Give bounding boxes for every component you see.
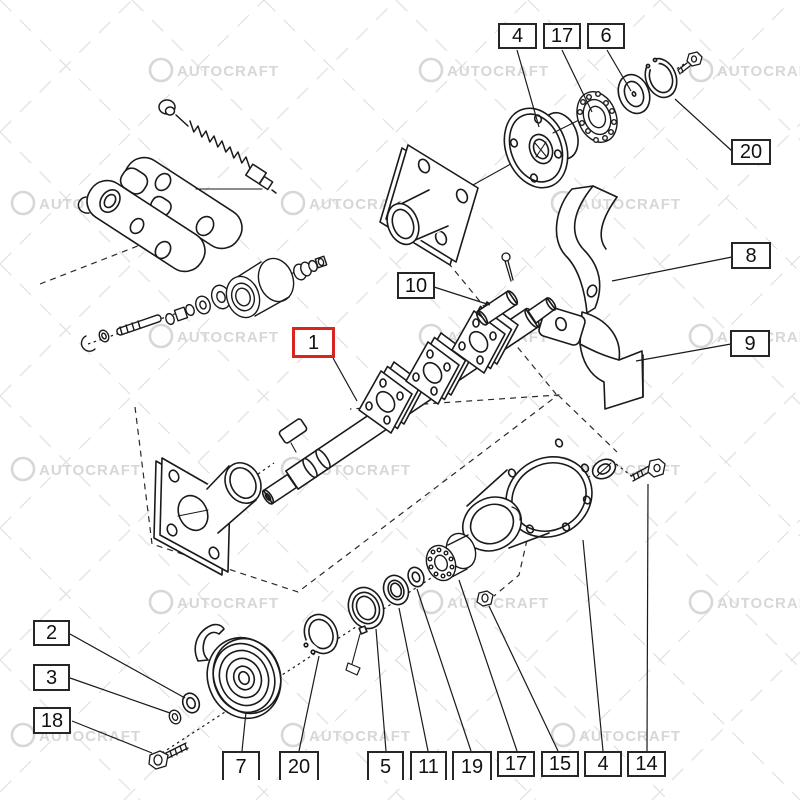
watermark-text: AUTOCRAFT [579, 728, 681, 745]
watermark-text: AUTOCRAFT [309, 462, 411, 479]
callout-box-20-right[interactable]: 20 [731, 139, 771, 165]
callout-box-15[interactable]: 15 [541, 751, 579, 777]
hub-flange-lower [462, 438, 593, 552]
callout-box-7[interactable]: 7 [222, 751, 260, 780]
watermark-text: AUTOCRAFT [177, 63, 279, 80]
watermark-text: AUTOCRAFT [717, 63, 800, 80]
callout-box-8[interactable]: 8 [731, 242, 771, 269]
callout-box-2[interactable]: 2 [33, 620, 70, 646]
watermark-text: AUTOCRAFT [447, 63, 549, 80]
callout-box-4-bottom[interactable]: 4 [584, 751, 622, 777]
construction-dashed-lines [39, 236, 618, 597]
nut-3 [168, 709, 182, 725]
leader-lines [69, 49, 733, 754]
hub-flange-upper [503, 107, 580, 189]
callout-box-17-top[interactable]: 17 [543, 23, 581, 49]
callout-box-14[interactable]: 14 [627, 751, 666, 777]
main-shaft [261, 297, 557, 505]
hex-bolt-right [630, 458, 666, 482]
callout-box-3[interactable]: 3 [33, 664, 70, 691]
seal-disc [617, 73, 651, 115]
pulley-key-clip [194, 623, 225, 662]
small-bolt-top-right [677, 51, 703, 75]
strap-bracket-lower [538, 306, 644, 410]
snap-ring-upper [642, 53, 678, 99]
pulley [194, 623, 282, 720]
small-parts-row [80, 255, 328, 352]
watermark-text: AUTOCRAFT [39, 462, 141, 479]
washer-19 [407, 566, 425, 588]
callout-box-5[interactable]: 5 [367, 751, 404, 780]
watermark-text: AUTOCRAFT [447, 595, 549, 612]
washer-2 [181, 692, 201, 714]
callout-box-19[interactable]: 19 [452, 751, 492, 780]
hex-nut-15 [476, 590, 494, 607]
spring-rod [77, 99, 277, 214]
ball-bearing-upper [576, 90, 618, 143]
callout-box-18[interactable]: 18 [33, 707, 71, 734]
mounting-plate-lower [153, 457, 262, 576]
callout-box-10[interactable]: 10 [397, 272, 435, 299]
callout-box-1-highlighted[interactable]: 1 [292, 327, 335, 358]
ring-11 [382, 574, 410, 606]
callout-box-4-top[interactable]: 4 [498, 23, 537, 49]
mounting-plate-upper [379, 144, 537, 266]
spacer-cylinder [475, 290, 519, 326]
callout-box-11[interactable]: 11 [410, 751, 447, 780]
watermark-text: AUTOCRAFT [309, 728, 411, 745]
callout-box-20-bottom[interactable]: 20 [279, 751, 319, 780]
watermark-text: AUTOCRAFT [177, 329, 279, 346]
watermark-text: AUTOCRAFT [177, 595, 279, 612]
snap-ring-lower [300, 613, 339, 657]
hex-bolt-18 [148, 742, 189, 770]
callout-box-6[interactable]: 6 [587, 23, 625, 49]
ball-bearing-lower [425, 532, 477, 582]
watermark-text: AUTOCRAFT [717, 595, 800, 612]
flat-washer-right [591, 458, 617, 480]
seal-ring-5 [345, 586, 385, 676]
watermark-text: AUTOCRAFT [579, 196, 681, 213]
hook-clip [77, 196, 90, 214]
strap-bracket-upper [555, 185, 618, 314]
cotter-pin [501, 252, 514, 282]
clevis-bracket [86, 156, 243, 273]
callout-box-17-bottom[interactable]: 17 [497, 751, 535, 777]
callout-box-9[interactable]: 9 [730, 330, 770, 357]
